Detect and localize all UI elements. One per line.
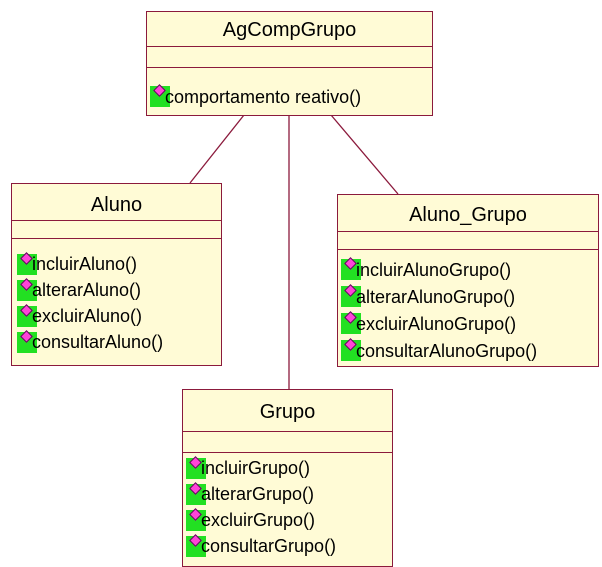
operations-compartment: comportamento reativo() bbox=[147, 68, 432, 107]
class-name: Aluno bbox=[12, 184, 221, 221]
class-name: Aluno_Grupo bbox=[338, 195, 598, 232]
public-operation-icon bbox=[341, 338, 361, 361]
class-agcompgrupo[interactable]: AgCompGrupo comportamento reativo() bbox=[146, 11, 433, 116]
operation-label: incluirAluno() bbox=[32, 254, 138, 274]
operations-compartment: incluirAlunoGrupo() alterarAlunoGrupo() … bbox=[338, 250, 598, 364]
operation-label: alterarAlunoGrupo() bbox=[356, 286, 516, 307]
public-operation-icon bbox=[150, 84, 170, 107]
public-operation-icon bbox=[186, 507, 206, 531]
public-operation-icon bbox=[341, 284, 361, 307]
operation[interactable]: consultarAluno() bbox=[17, 329, 221, 355]
public-operation-icon bbox=[17, 277, 37, 301]
operation-label: excluirGrupo() bbox=[201, 510, 316, 530]
public-operation-icon bbox=[186, 455, 206, 479]
public-operation-icon bbox=[17, 303, 37, 327]
public-operation-icon bbox=[341, 257, 361, 280]
operation-label: alterarGrupo() bbox=[201, 484, 315, 504]
operation-label: alterarAluno() bbox=[32, 280, 142, 300]
attributes-compartment bbox=[183, 432, 392, 453]
operation[interactable]: alterarGrupo() bbox=[186, 481, 392, 507]
operation[interactable]: comportamento reativo() bbox=[150, 84, 432, 107]
association-agcompgrupo-aluno bbox=[189, 114, 245, 184]
operation[interactable]: incluirAluno() bbox=[17, 251, 221, 277]
public-operation-icon bbox=[341, 311, 361, 334]
attributes-compartment bbox=[338, 232, 598, 250]
class-name: AgCompGrupo bbox=[147, 12, 432, 47]
public-operation-icon bbox=[17, 329, 37, 353]
operation-label: comportamento reativo() bbox=[165, 86, 362, 107]
operation[interactable]: excluirGrupo() bbox=[186, 507, 392, 533]
operation[interactable]: alterarAlunoGrupo() bbox=[341, 283, 598, 310]
operations-compartment: incluirAluno() alterarAluno() excluirAlu… bbox=[12, 239, 221, 355]
public-operation-icon bbox=[186, 533, 206, 557]
class-aluno[interactable]: Aluno incluirAluno() alterarAluno() excl… bbox=[11, 183, 222, 366]
operations-compartment: incluirGrupo() alterarGrupo() excluirGru… bbox=[183, 453, 392, 559]
operation-label: consultarGrupo() bbox=[201, 536, 337, 556]
public-operation-icon bbox=[186, 481, 206, 505]
operation[interactable]: alterarAluno() bbox=[17, 277, 221, 303]
operation[interactable]: consultarGrupo() bbox=[186, 533, 392, 559]
operation-label: incluirAlunoGrupo() bbox=[356, 259, 512, 280]
operation-label: consultarAluno() bbox=[32, 332, 164, 352]
association-agcompgrupo-aluno-grupo bbox=[330, 114, 399, 195]
attributes-compartment bbox=[147, 47, 432, 68]
class-aluno-grupo[interactable]: Aluno_Grupo incluirAlunoGrupo() alterarA… bbox=[337, 194, 599, 367]
class-name: Grupo bbox=[183, 390, 392, 432]
operation[interactable]: excluirAluno() bbox=[17, 303, 221, 329]
operation-label: incluirGrupo() bbox=[201, 458, 311, 478]
operation[interactable]: consultarAlunoGrupo() bbox=[341, 337, 598, 364]
class-grupo[interactable]: Grupo incluirGrupo() alterarGrupo() excl… bbox=[182, 389, 393, 567]
operation[interactable]: excluirAlunoGrupo() bbox=[341, 310, 598, 337]
operation-label: consultarAlunoGrupo() bbox=[356, 340, 538, 361]
operation[interactable]: incluirGrupo() bbox=[186, 455, 392, 481]
operation-label: excluirAluno() bbox=[32, 306, 143, 326]
operation[interactable]: incluirAlunoGrupo() bbox=[341, 256, 598, 283]
operation-label: excluirAlunoGrupo() bbox=[356, 313, 517, 334]
attributes-compartment bbox=[12, 221, 221, 239]
public-operation-icon bbox=[17, 251, 37, 275]
